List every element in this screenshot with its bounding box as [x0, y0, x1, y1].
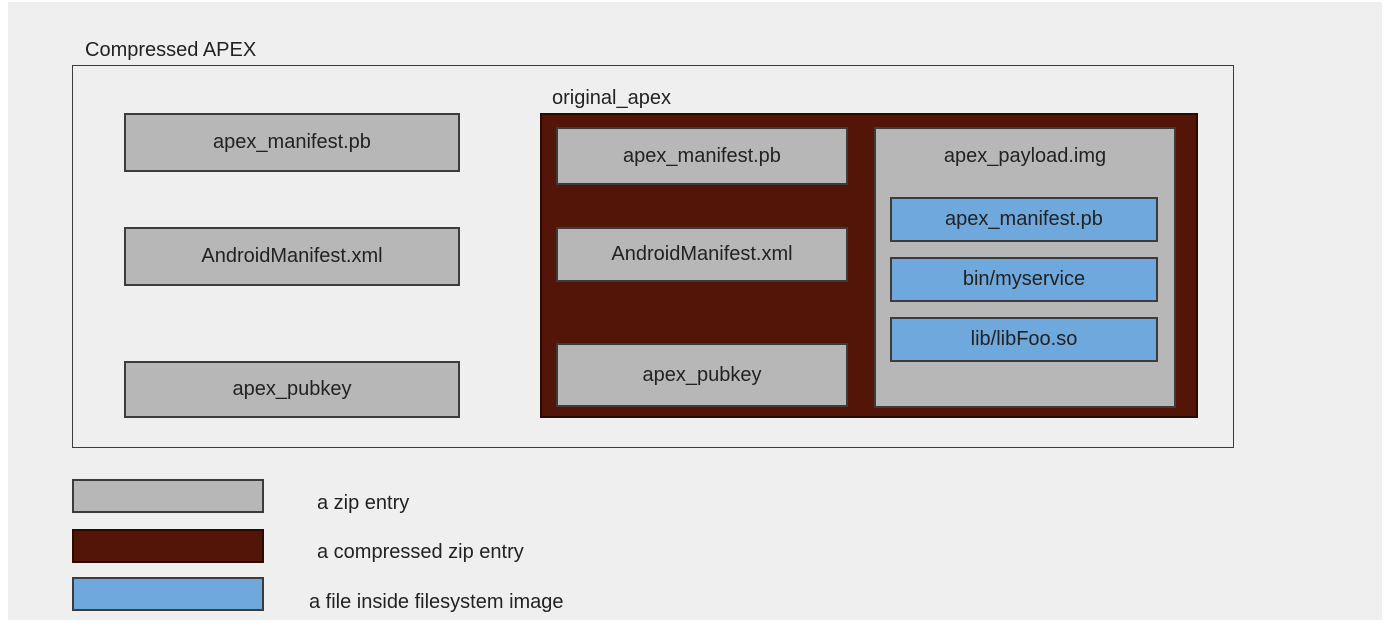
outer-entry-apex-manifest: apex_manifest.pb [124, 113, 460, 172]
payload-file-libfoo: lib/libFoo.so [890, 317, 1158, 362]
apex-payload-title: apex_payload.img [943, 145, 1107, 167]
payload-file-myservice: bin/myservice [890, 257, 1158, 302]
legend-label-zip-entry: a zip entry [317, 492, 410, 514]
inner-entry-android-manifest: AndroidManifest.xml [556, 227, 848, 282]
legend-label-compressed-entry: a compressed zip entry [317, 541, 524, 563]
legend-swatch-filesystem-file [72, 577, 264, 611]
original-apex-title: original_apex [552, 87, 671, 109]
legend-label-filesystem-file: a file inside filesystem image [309, 591, 564, 613]
compressed-apex-container [72, 65, 1234, 448]
outer-entry-android-manifest: AndroidManifest.xml [124, 227, 460, 286]
diagram-canvas: Compressed APEX apex_manifest.pb Android… [8, 2, 1382, 620]
legend-swatch-compressed-entry [72, 529, 264, 563]
legend-swatch-zip-entry [72, 479, 264, 513]
compressed-apex-title: Compressed APEX [85, 39, 257, 61]
inner-entry-apex-pubkey: apex_pubkey [556, 343, 848, 407]
payload-file-apex-manifest: apex_manifest.pb [890, 197, 1158, 242]
inner-entry-apex-manifest: apex_manifest.pb [556, 127, 848, 185]
outer-entry-apex-pubkey: apex_pubkey [124, 361, 460, 418]
